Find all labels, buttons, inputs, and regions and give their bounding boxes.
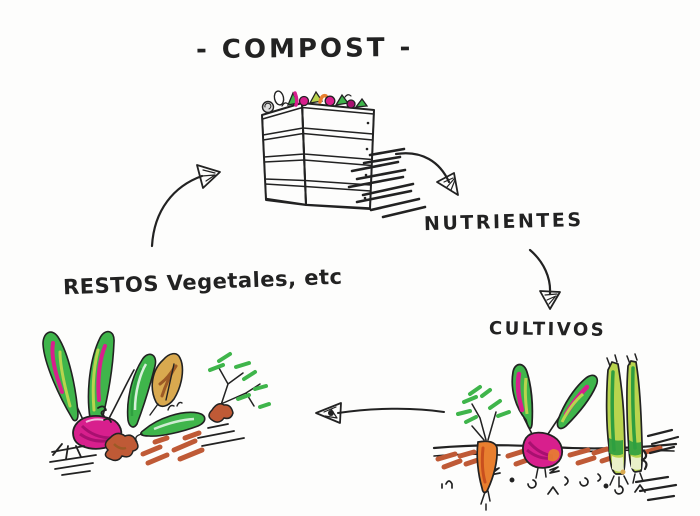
beet: [511, 363, 599, 479]
crate-right-face: [301, 102, 375, 210]
green-pod-leaf: [130, 401, 206, 450]
crops-illustration: [432, 353, 680, 511]
red-scrap-flower: [104, 432, 139, 462]
arrowhead: [436, 172, 459, 196]
arrow-restos-to-compost: [150, 164, 221, 248]
arrow-compost-to-nutrientes: [394, 152, 459, 196]
beet-leaf-right: [556, 374, 599, 430]
arrow-nutrientes-to-cultivos: [528, 248, 561, 310]
beet-leaf-left: [511, 363, 534, 430]
compost-crate-illustration: [261, 90, 427, 219]
carrot-tops: [456, 385, 511, 424]
sprig-cluster: [208, 352, 271, 423]
diagram-title: - COMPOST -: [195, 32, 414, 66]
chard-leaf-middle: [87, 330, 115, 425]
label-restos-vegetales: RESTOS Vegetales, etc: [62, 264, 343, 300]
arrowhead: [196, 164, 221, 189]
chard-leaf-left: [42, 331, 79, 422]
label-nutrientes: NUTRIENTES: [423, 208, 584, 236]
label-cultivos: CULTIVOS: [488, 318, 607, 341]
vegetables-on-top: [261, 90, 369, 114]
arrowhead: [315, 402, 342, 424]
sienna-scrap-hatch: [140, 430, 205, 466]
folded-leaf: [126, 353, 157, 428]
vegetable-scraps-illustration: [42, 330, 271, 476]
arrow-cultivos-to-restos: [315, 402, 445, 424]
leek-shadow-hatch: [634, 428, 680, 502]
leeks: [605, 353, 644, 488]
crate-left-face: [261, 102, 307, 206]
dried-leaf: [149, 352, 184, 416]
arrowhead: [539, 290, 561, 310]
ground-sketch-left: [49, 405, 112, 476]
carrot: [456, 385, 511, 511]
crate-shadow-hatch: [347, 147, 427, 219]
ground-sketch-right: [197, 423, 245, 447]
